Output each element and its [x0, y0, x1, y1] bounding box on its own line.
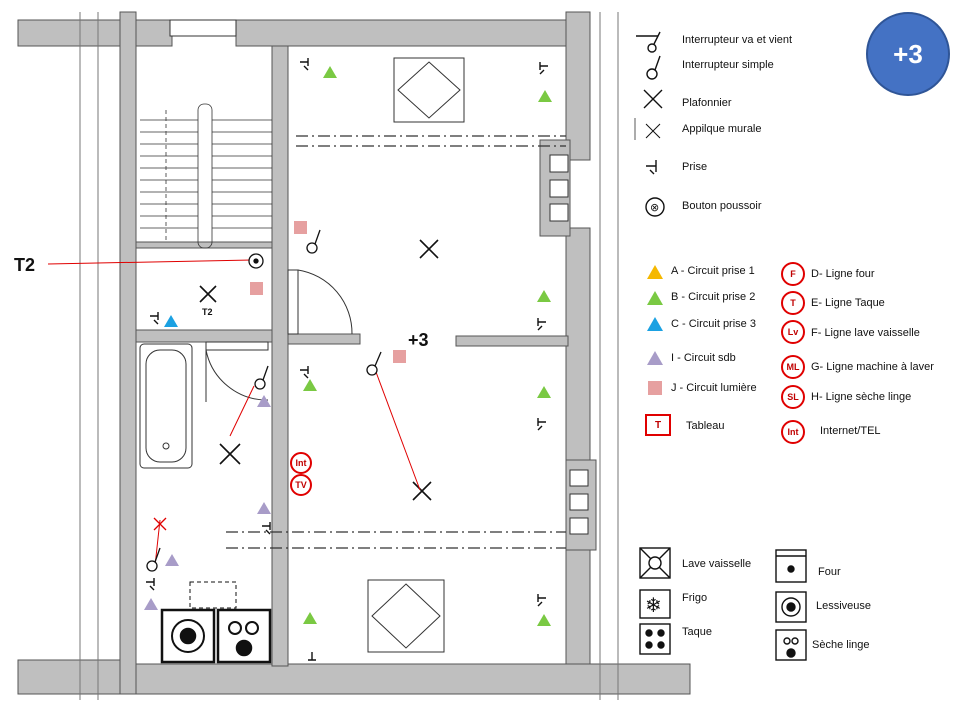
outer-frame-lines	[79, 12, 619, 700]
socket-icon	[537, 594, 546, 607]
wall-right-bottom	[565, 545, 591, 665]
socket-icon	[262, 522, 271, 535]
ceiling-light-icon	[419, 239, 439, 259]
svg-text:❄: ❄	[645, 593, 662, 617]
wall-right-mid	[565, 227, 591, 467]
simple-switch-icon	[254, 378, 266, 390]
window-top	[169, 19, 237, 37]
simple-switch-icon	[306, 242, 318, 254]
socket-icon	[300, 58, 309, 71]
wall-corridor-left	[287, 333, 361, 345]
dashed-beams	[226, 135, 566, 549]
socket-icon	[537, 318, 546, 331]
socket-icon	[150, 312, 159, 325]
walls	[17, 11, 691, 695]
wall-right-top	[565, 11, 591, 161]
socket-icon	[308, 652, 316, 661]
ceiling-hatch-top	[393, 57, 465, 123]
switches	[146, 229, 382, 572]
socket-icon	[539, 62, 548, 75]
svg-text:⊗: ⊗	[650, 201, 659, 214]
socket-icon	[300, 366, 309, 379]
wall-top-main	[235, 19, 575, 47]
ceiling-light-icon	[219, 443, 241, 465]
wall-middle	[271, 45, 289, 667]
doors	[205, 269, 353, 402]
wall-bottom-left	[17, 659, 121, 695]
wall-bath-top	[135, 329, 273, 343]
red-wires	[47, 259, 421, 567]
legend-appliance-icons: ❄	[639, 547, 807, 661]
simple-switch-icon	[366, 364, 378, 376]
wall-corridor-right	[455, 335, 569, 347]
socket-icon	[146, 578, 155, 591]
staircase	[140, 103, 272, 249]
sockets	[146, 58, 548, 661]
wall-top-stair	[135, 19, 173, 47]
ceiling-lights	[199, 239, 439, 501]
simple-switch-icon	[146, 560, 158, 572]
wall-bottom-main	[135, 663, 691, 695]
legend-symbol-icons: ⊗	[634, 31, 665, 217]
legend-circuit-icons	[647, 265, 663, 395]
wall-stair-bottom	[135, 241, 273, 249]
wall-left-interior	[119, 11, 137, 695]
ceiling-hatch-bottom	[367, 579, 445, 653]
wall-top-left	[17, 19, 121, 47]
kitchen-units	[160, 581, 272, 664]
wardrobe-boxes	[549, 154, 589, 535]
socket-icon	[537, 418, 546, 431]
wall-light-icon	[153, 517, 167, 531]
ceiling-light-icon	[199, 285, 217, 303]
ceiling-light-icon	[412, 481, 432, 501]
bathtub	[139, 343, 193, 469]
circuit-markers	[144, 66, 552, 626]
